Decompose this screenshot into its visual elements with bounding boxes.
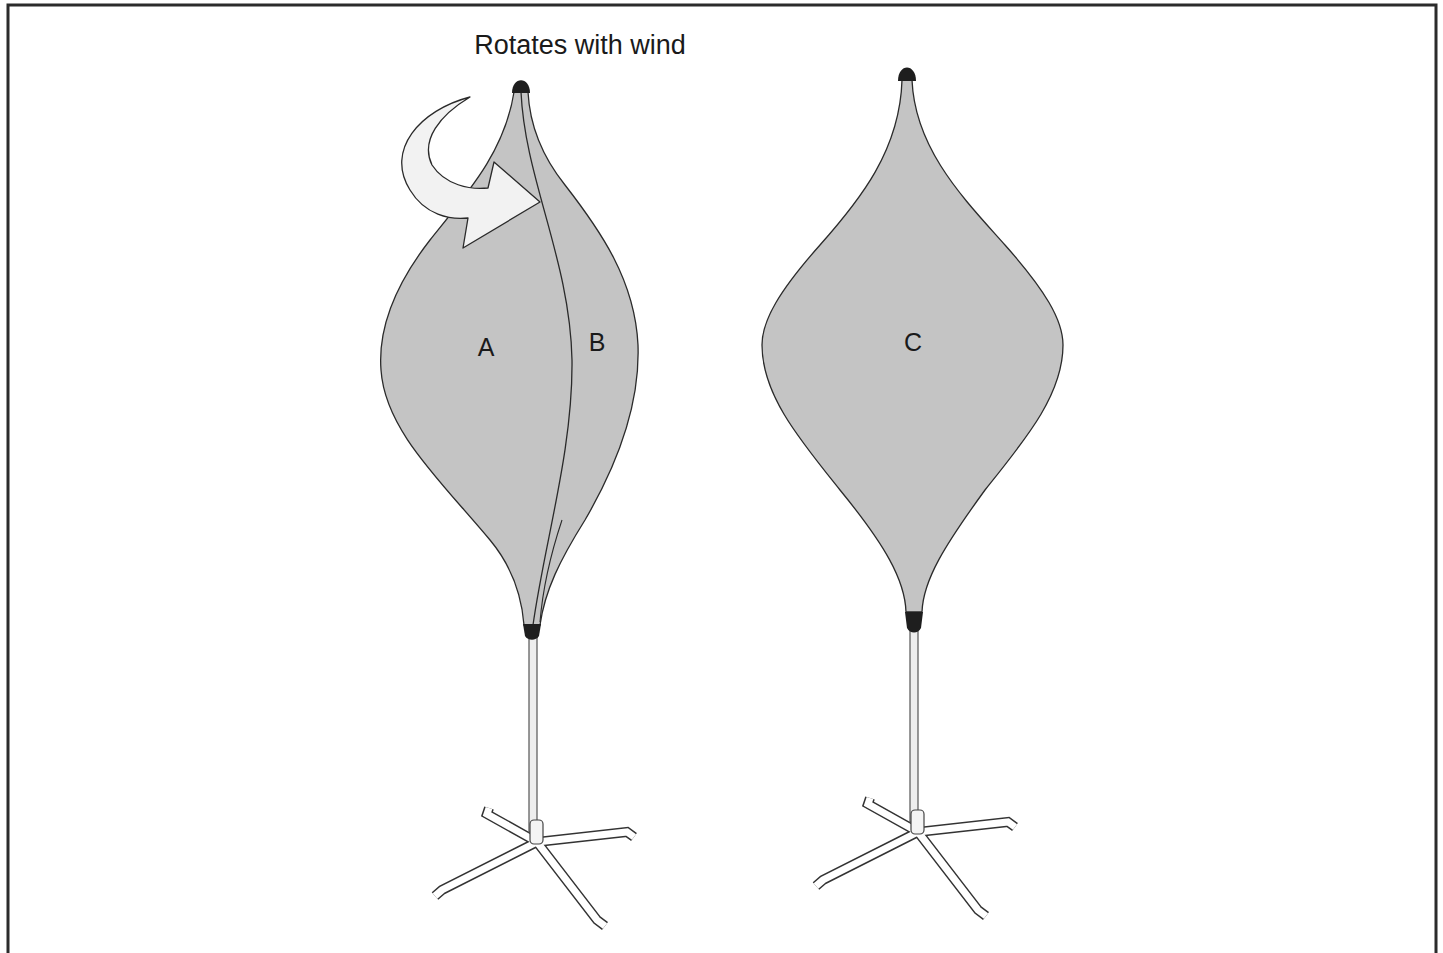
part-label: A <box>478 335 495 360</box>
left-spinner <box>381 80 638 926</box>
right-spinner <box>762 68 1063 917</box>
frame <box>8 5 1436 953</box>
rotation-arrow <box>402 97 540 248</box>
annotation: Rotates with wind <box>474 32 686 59</box>
part-label: C <box>904 330 922 355</box>
part-label: B <box>589 330 606 355</box>
